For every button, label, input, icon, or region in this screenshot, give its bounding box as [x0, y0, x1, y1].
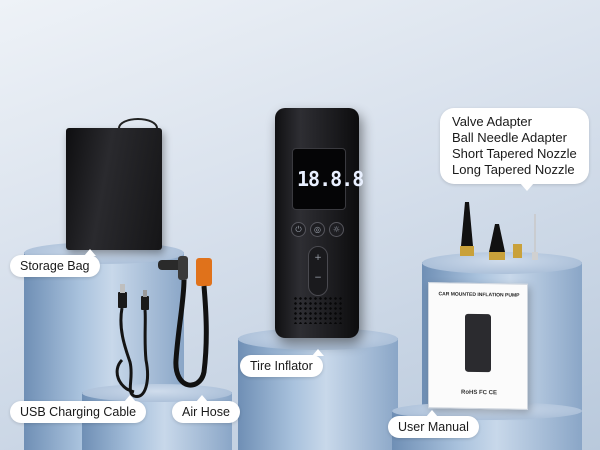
pedestal-front-left-top: [82, 384, 232, 402]
inflator-display: 18.8.8: [292, 148, 364, 210]
nozzles-illustration: [460, 202, 538, 260]
label-valve-adapter: Valve Adapter: [452, 114, 532, 129]
power-icon: ⏻: [291, 222, 306, 237]
short-tapered-nozzle-icon: [489, 224, 505, 260]
manual-device-image: [465, 313, 491, 373]
label-tire-inflator: Tire Inflator: [240, 349, 324, 377]
manual-certifications: RoHS FC CE: [461, 389, 497, 397]
label-usb-charging-cable-text: USB Charging Cable: [20, 405, 137, 419]
pressure-rocker: + −: [308, 246, 328, 296]
user-manual-image: CAR MOUNTED INFLATION PUMP RoHS FC CE: [428, 282, 528, 410]
label-storage-bag: Storage Bag: [10, 249, 100, 277]
plus-icon: +: [314, 253, 322, 263]
label-user-manual: User Manual: [388, 410, 479, 438]
storage-bag-image: [66, 128, 162, 250]
inflator-display-digits: 18.8.8: [297, 167, 364, 191]
label-long-tapered-nozzle: Long Tapered Nozzle: [452, 162, 575, 177]
ball-needle-adapter-icon: [532, 214, 538, 260]
light-icon: ☼: [329, 222, 344, 237]
mode-icon: ◎: [310, 222, 325, 237]
label-storage-bag-text: Storage Bag: [20, 259, 90, 273]
label-usb-charging-cable: USB Charging Cable: [10, 395, 147, 423]
long-tapered-nozzle-icon: [460, 202, 474, 256]
usb-cable-icon: [115, 284, 149, 398]
valve-adapter-icon: [513, 244, 522, 258]
label-ball-needle-adapter: Ball Needle Adapter: [452, 130, 567, 145]
label-air-hose: Air Hose: [172, 395, 240, 423]
speaker-grille: [293, 296, 343, 324]
manual-title: CAR MOUNTED INFLATION PUMP: [438, 291, 520, 299]
hose-valve-connector: [196, 258, 212, 286]
label-air-hose-text: Air Hose: [182, 405, 230, 419]
tire-inflator-image: 18.8.8 ⏻ ◎ ☼ + −: [275, 108, 364, 338]
label-short-tapered-nozzle: Short Tapered Nozzle: [452, 146, 577, 161]
pedestal-right-top: [422, 252, 582, 274]
air-hose-icon: [158, 256, 212, 388]
label-tire-inflator-text: Tire Inflator: [250, 359, 313, 373]
label-user-manual-text: User Manual: [398, 420, 469, 434]
label-accessories: Valve Adapter Ball Needle Adapter Short …: [440, 108, 589, 191]
minus-icon: −: [314, 273, 322, 283]
